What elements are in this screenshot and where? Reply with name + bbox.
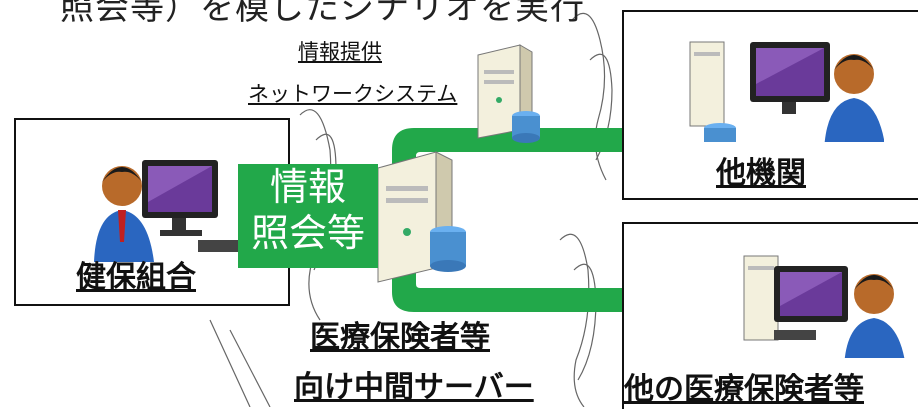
- top-caption: 照会等）を模したシナリオを実行: [60, 0, 585, 28]
- intermediate-server-label-line1: 医療保険者等: [310, 320, 490, 355]
- kenpo-label: 健保組合: [76, 260, 196, 295]
- kenpo-user-computer-icon: [94, 160, 240, 262]
- network-system-label-line1: 情報提供: [298, 40, 382, 64]
- other-org-user-computer-icon: [689, 41, 884, 142]
- network-server-icon: [477, 44, 540, 143]
- other-insurers-label: 他の医療保険者等: [624, 372, 864, 407]
- inquiry-label-line2: 照会等: [250, 211, 365, 255]
- inquiry-label-line1: 情報: [269, 165, 346, 209]
- intermediate-server-label-line2: 向け中間サーバー: [294, 370, 534, 405]
- kenpo-box: [14, 118, 290, 306]
- other-org-box: [622, 10, 918, 200]
- intermediate-server-icon: [377, 151, 466, 283]
- other-insurers-box: [622, 222, 918, 409]
- network-system-label-line2: ネットワークシステム: [248, 82, 458, 106]
- other-insurers-user-computer-icon: [743, 255, 905, 358]
- other-org-label: 他機関: [716, 156, 806, 191]
- inquiry-label: 情報 照会等: [238, 164, 378, 268]
